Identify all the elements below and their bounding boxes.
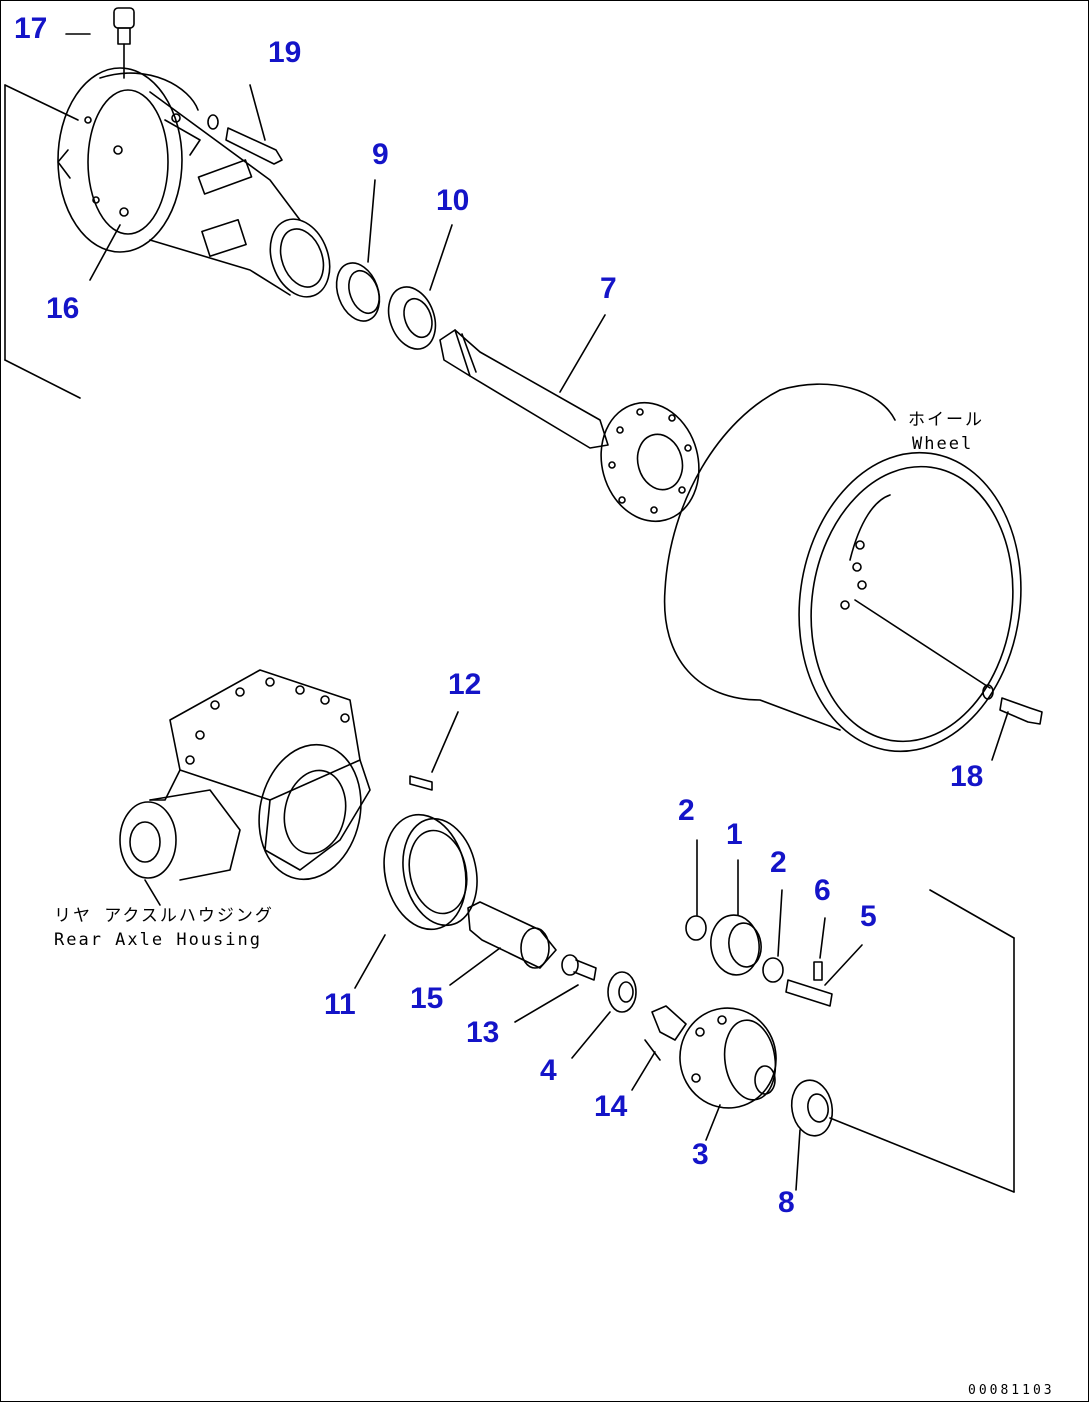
callout-1: 1 <box>726 818 743 851</box>
callout-8: 8 <box>778 1186 795 1219</box>
callout-4: 4 <box>540 1054 557 1087</box>
callout-17: 17 <box>14 12 48 45</box>
callout-3: 3 <box>692 1138 709 1171</box>
drawing-code: 00081103 <box>968 1383 1055 1398</box>
wheel-label-en: Wheel <box>912 434 974 454</box>
callout-11: 11 <box>324 988 356 1021</box>
callout-16: 16 <box>46 292 80 325</box>
wheel-label-jp: ホイール <box>908 410 984 430</box>
ring-gear-part-11 <box>354 813 478 989</box>
callout-12: 12 <box>448 668 482 701</box>
callout-6: 6 <box>814 874 831 907</box>
wheel-rim <box>663 383 1022 753</box>
small-pin-part-6 <box>813 917 826 981</box>
wheel-bolt-part-18 <box>982 684 1043 761</box>
spacer-ring-part-10 <box>387 224 453 350</box>
sun-gear-shaft-part-15 <box>449 901 557 986</box>
axle-shaft-part-7 <box>439 314 700 523</box>
bearing-part-9 <box>335 179 381 322</box>
rear-axle-housing-assembly <box>119 669 371 906</box>
thrust-button-part-13 <box>514 954 597 1023</box>
planetary-carrier-part-3 <box>679 1007 777 1141</box>
spacer-part-2-right <box>762 889 784 983</box>
housing-label-jp: リヤ アクスルハウジング <box>54 906 274 926</box>
group-bracket-upper <box>4 84 81 399</box>
callout-2-right: 2 <box>770 846 787 879</box>
final-drive-housing-part <box>57 67 331 298</box>
thrust-washer-part-8 <box>790 1079 834 1191</box>
pin-part-14 <box>631 1005 687 1091</box>
callout-9: 9 <box>372 138 389 171</box>
callout-10: 10 <box>436 184 470 217</box>
callout-7: 7 <box>600 272 617 305</box>
callout-14: 14 <box>594 1090 628 1123</box>
housing-label-en: Rear Axle Housing <box>54 930 262 950</box>
planet-shaft-part-5 <box>785 944 863 1007</box>
callout-2-left: 2 <box>678 794 695 827</box>
planet-gear-part-1 <box>710 859 762 976</box>
dowel-pin-part-12 <box>409 711 459 791</box>
callout-5: 5 <box>860 900 877 933</box>
callout-15: 15 <box>410 982 444 1015</box>
callout-13: 13 <box>466 1016 500 1049</box>
washer-part-4 <box>571 971 637 1059</box>
bolt-part-19 <box>207 84 283 165</box>
group-bracket-lower <box>829 889 1015 1193</box>
breather-plug-part <box>113 7 135 79</box>
spacer-part-2-left <box>685 839 707 941</box>
callout-19: 19 <box>268 36 302 69</box>
callout-18: 18 <box>950 760 984 793</box>
